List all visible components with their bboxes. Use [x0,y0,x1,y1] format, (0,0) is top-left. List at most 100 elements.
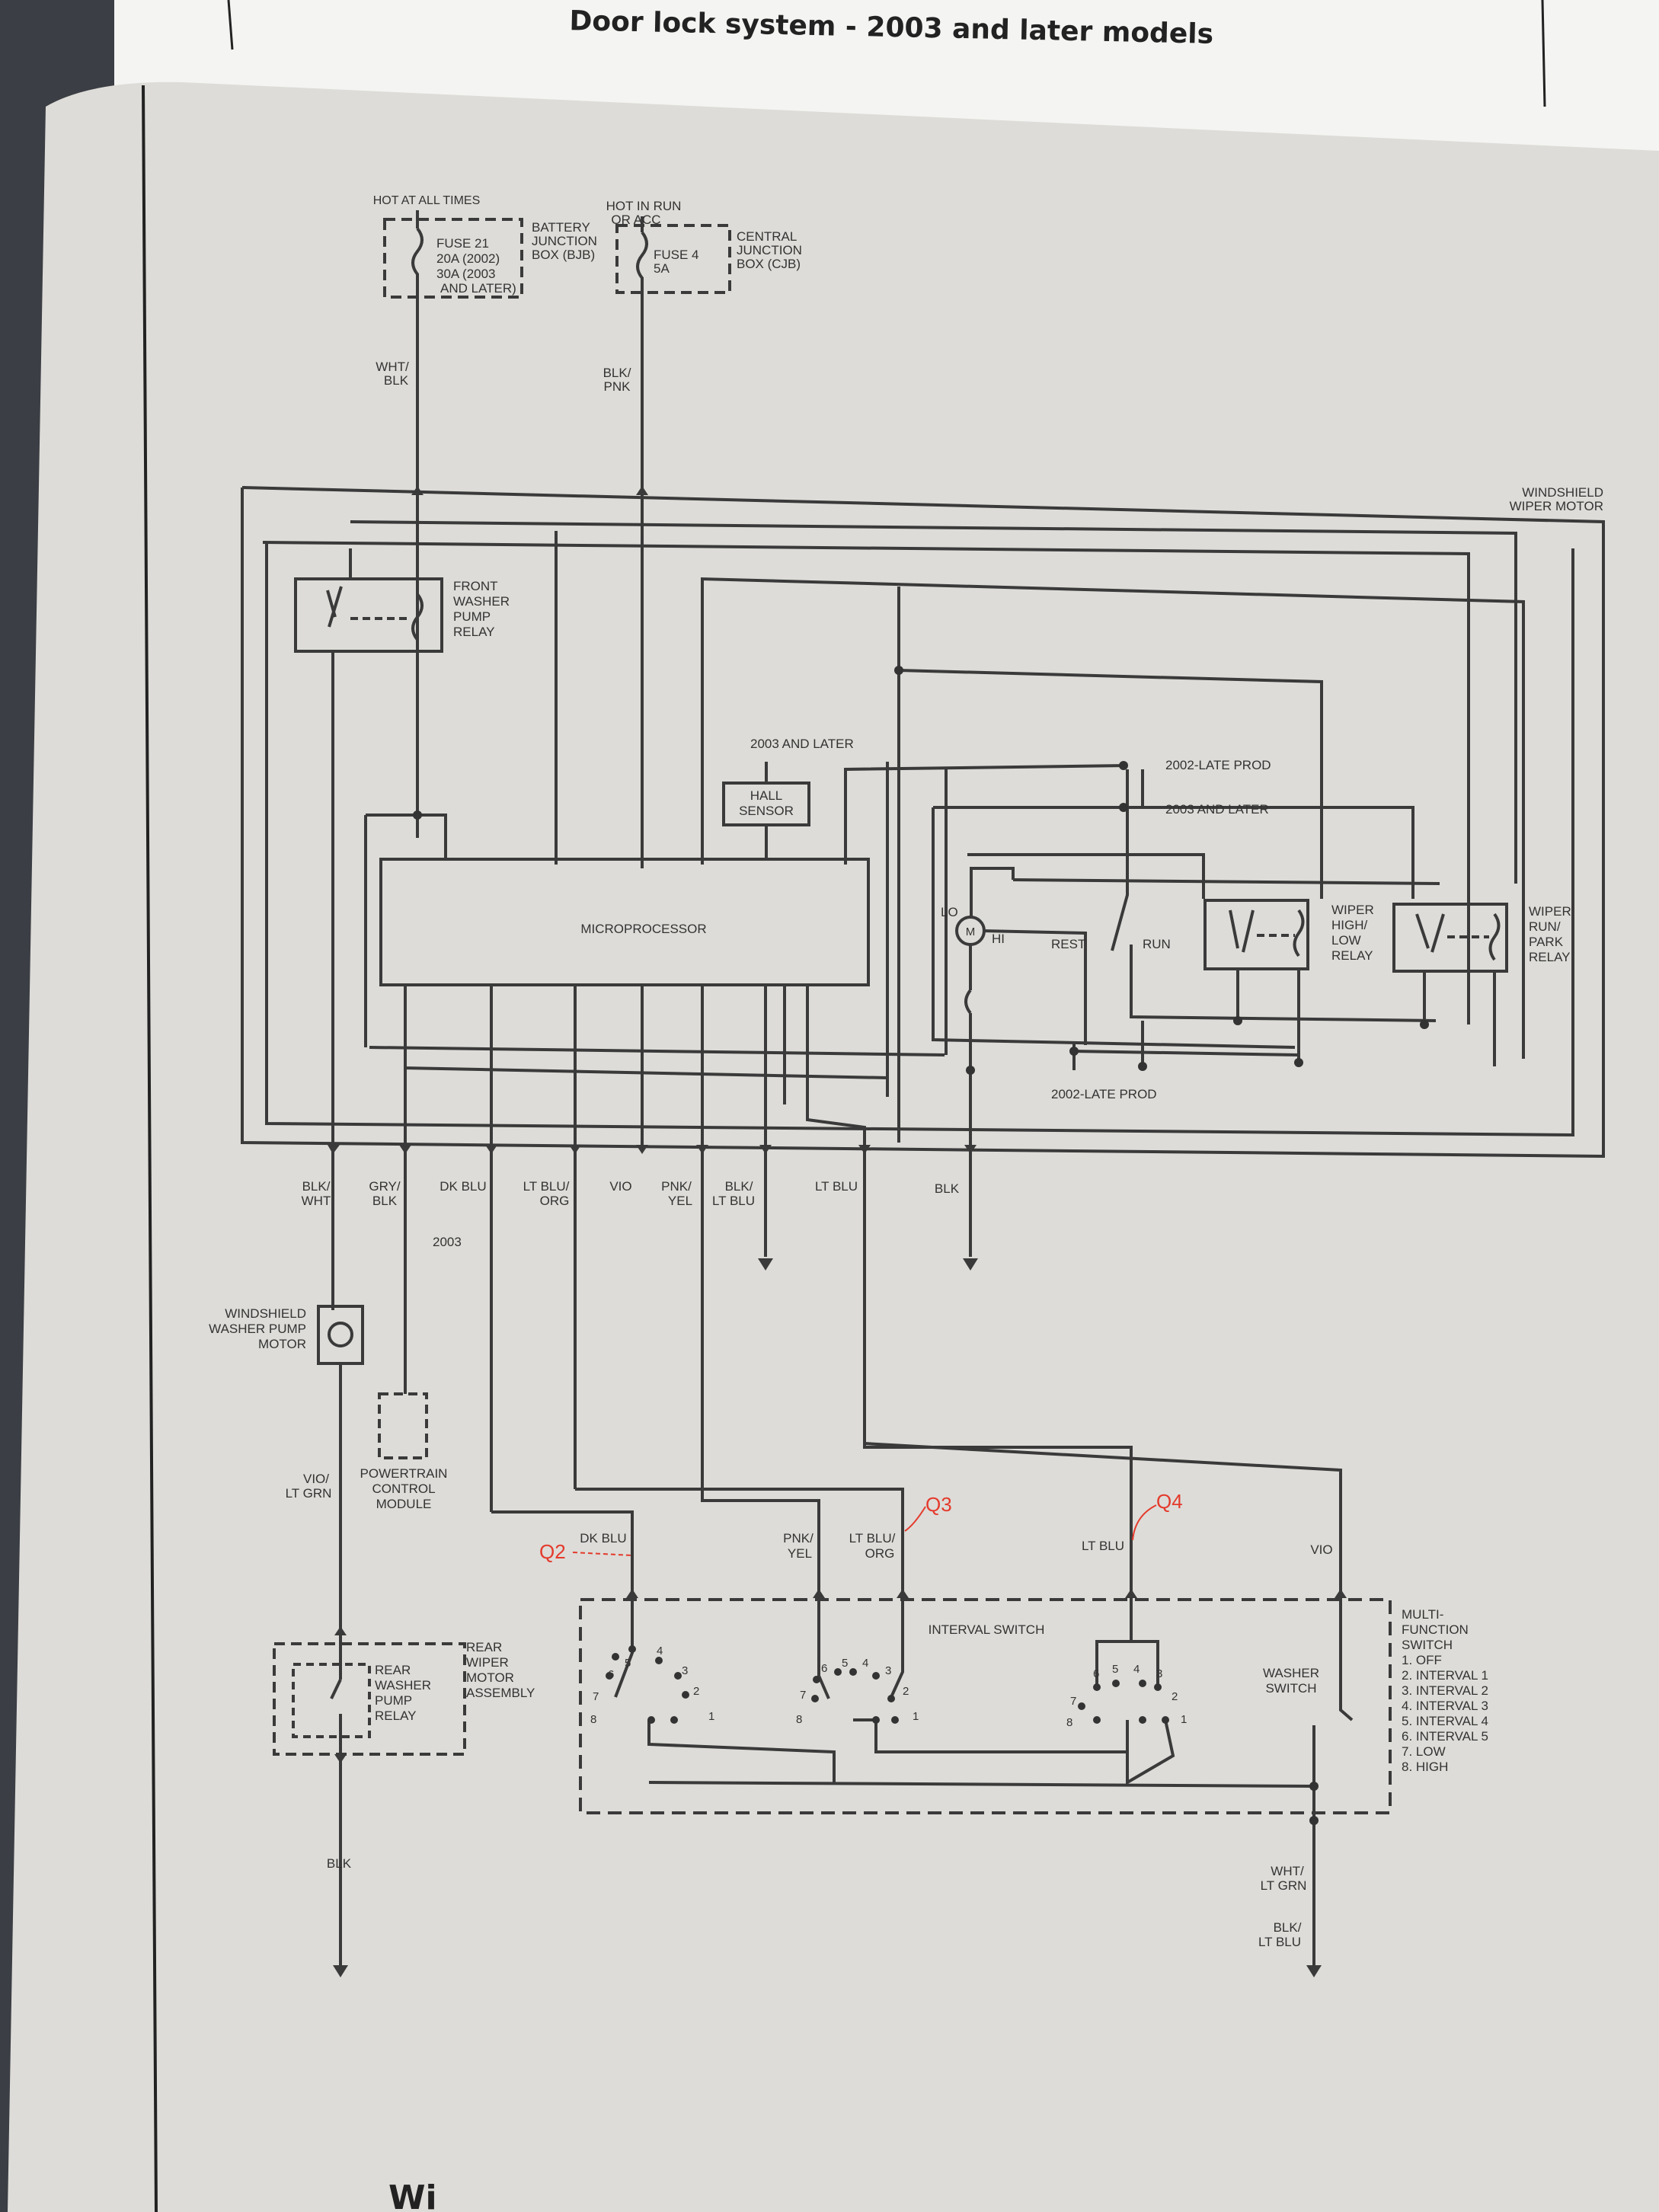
wire-blk-pnk-line1: BLK/ [603,366,631,380]
front-washer-line1: FRONT [453,579,498,593]
fuse21-line2: 20A (2002) [436,251,500,266]
washer-switch-line2: SWITCH [1265,1681,1316,1696]
mfs-line1: MULTI- [1402,1607,1443,1622]
annotation-q3: Q3 [925,1493,952,1516]
mfs-line10: 7. LOW [1402,1744,1446,1759]
rear-wiper-line2: WIPER [466,1655,509,1670]
hall-sensor-line2: SENSOR [739,804,794,818]
wiper-run-park-line1: WIPER [1529,904,1571,919]
switch-wire-vio: VIO [1310,1542,1332,1557]
interval-switch-label: INTERVAL SWITCH [929,1622,1045,1637]
bjb-line3: BOX (BJB) [532,248,595,262]
rear-washer-line1: REAR [375,1663,411,1677]
annotation-q4: Q4 [1156,1490,1183,1513]
pcm-line3: MODULE [376,1497,432,1511]
wire-wht-blk-line1: WHT/ [376,360,409,374]
annotation-q2: Q2 [539,1540,566,1563]
connector-markers [328,486,1347,1977]
page-border-line [142,85,158,2212]
bjb-line1: BATTERY [532,220,590,235]
wiper-high-low-relay-box [1203,899,1309,970]
wire-blk-wht-1: BLK/ [302,1179,331,1194]
top-wire-labels: WHT/ BLK BLK/ PNK [376,360,631,394]
rear-washer-pump-relay-box [292,1663,371,1738]
pos1-a: 1 [708,1710,714,1723]
hot-in-run-line1: HOT IN RUN [606,199,682,213]
wiper-high-low-line2: HIGH/ [1331,918,1368,932]
wiper-run-park-line4: RELAY [1529,950,1571,964]
prod-2002-late-label: 2002-LATE PROD [1165,758,1271,772]
wire-vio-lt-grn-2: LT GRN [286,1486,332,1501]
rear-wiper-motor-assembly-box [273,1642,466,1756]
run-label: RUN [1143,937,1171,951]
pos5-c: 5 [1112,1663,1118,1676]
cjb-line2: JUNCTION [737,243,802,257]
wire-blk: BLK [935,1181,960,1196]
front-washer-line4: RELAY [453,625,495,639]
pos8-b: 8 [796,1713,802,1726]
pos8-a: 8 [590,1713,596,1726]
wire-rear-blk: BLK [327,1856,352,1871]
pos7-b: 7 [800,1689,806,1702]
rest-label: REST [1051,937,1085,951]
pos7-a: 7 [593,1690,599,1703]
back-page-border-right [1541,0,1546,107]
motor-hi-label: HI [992,932,1005,946]
pos3-a: 3 [682,1664,688,1677]
mfs-line5: 2. INTERVAL 1 [1402,1668,1488,1683]
pos2-b: 2 [903,1685,909,1698]
front-washer-pump-relay-box [294,577,443,653]
back-page-border-left [227,0,234,50]
red-annotations: Q2 Q3 Q4 [539,1490,1183,1563]
rear-washer-line3: PUMP [375,1693,412,1708]
motor-m-label: M [966,925,976,938]
wire-blk-lt-blu-low-1: BLK/ [1274,1920,1302,1935]
switch-position-numbers: 1 2 3 4 5 6 7 8 1 2 3 4 5 6 7 8 1 2 3 4 … [590,1645,1187,1729]
switch-wire-lt-blu-org-1: LT BLU/ [849,1531,896,1546]
mfs-line8: 5. INTERVAL 4 [1402,1714,1488,1728]
pos1-b: 1 [913,1710,919,1723]
wiper-run-park-relay-box [1392,903,1508,973]
rear-wiper-line3: MOTOR [466,1670,514,1685]
pcm-box [378,1392,428,1459]
windshield-wiper-motor-box [241,486,1605,1159]
wire-wht-lt-grn-2: LT GRN [1261,1878,1307,1893]
washer-pump-motor-line2: WASHER PUMP [209,1322,306,1336]
switch-wire-pnk-yel-2: YEL [788,1546,812,1561]
lower-wire-labels: VIO/ LT GRN BLK WHT/ LT GRN BLK/ LT BLU [286,1472,1307,1949]
mfs-line6: 3. INTERVAL 2 [1402,1683,1488,1698]
microprocessor-box [379,858,870,986]
pos6-c: 6 [1093,1667,1099,1680]
wire-blk-lt-blu-2: LT BLU [712,1194,755,1208]
cjb-line3: BOX (CJB) [737,257,801,271]
pos2-a: 2 [693,1685,699,1698]
fuse-labels: HOT AT ALL TIMES FUSE 21 20A (2002) 30A … [373,194,802,296]
multi-function-switch-legend: MULTI- FUNCTION SWITCH 1. OFF 2. INTERVA… [1402,1607,1488,1774]
wire-pnk-yel-1: PNK/ [661,1179,692,1194]
back-page [114,0,1659,152]
wire-dk-blu: DK BLU [440,1179,486,1194]
pos2-c: 2 [1172,1690,1178,1703]
note-2003: 2003 [433,1235,462,1249]
fuse4-line1: FUSE 4 [654,248,699,262]
mfs-line2: FUNCTION [1402,1622,1469,1637]
pcm-line1: POWERTRAIN [360,1466,448,1481]
front-washer-line2: WASHER [453,594,510,609]
wire-wht-blk-line2: BLK [384,373,409,388]
wiper-high-low-line3: LOW [1331,933,1361,948]
hot-at-all-times-label: HOT AT ALL TIMES [373,194,481,207]
pos5-a: 5 [625,1657,631,1670]
cjb-line1: CENTRAL [737,229,797,244]
pos6-a: 6 [608,1668,614,1681]
switch-wire-pnk-yel-1: PNK/ [783,1531,814,1546]
fuse21-line4: AND LATER) [440,281,516,296]
rear-wiper-line1: REAR [466,1640,502,1654]
pos7-c: 7 [1070,1695,1076,1708]
pos4-a: 4 [657,1645,663,1657]
pos4-b: 4 [862,1657,868,1670]
washer-pump-motor-line3: MOTOR [258,1337,306,1351]
pcm-line2: CONTROL [372,1482,435,1496]
switch-wire-lt-blu: LT BLU [1082,1539,1124,1553]
wiper-high-low-line1: WIPER [1331,903,1374,917]
